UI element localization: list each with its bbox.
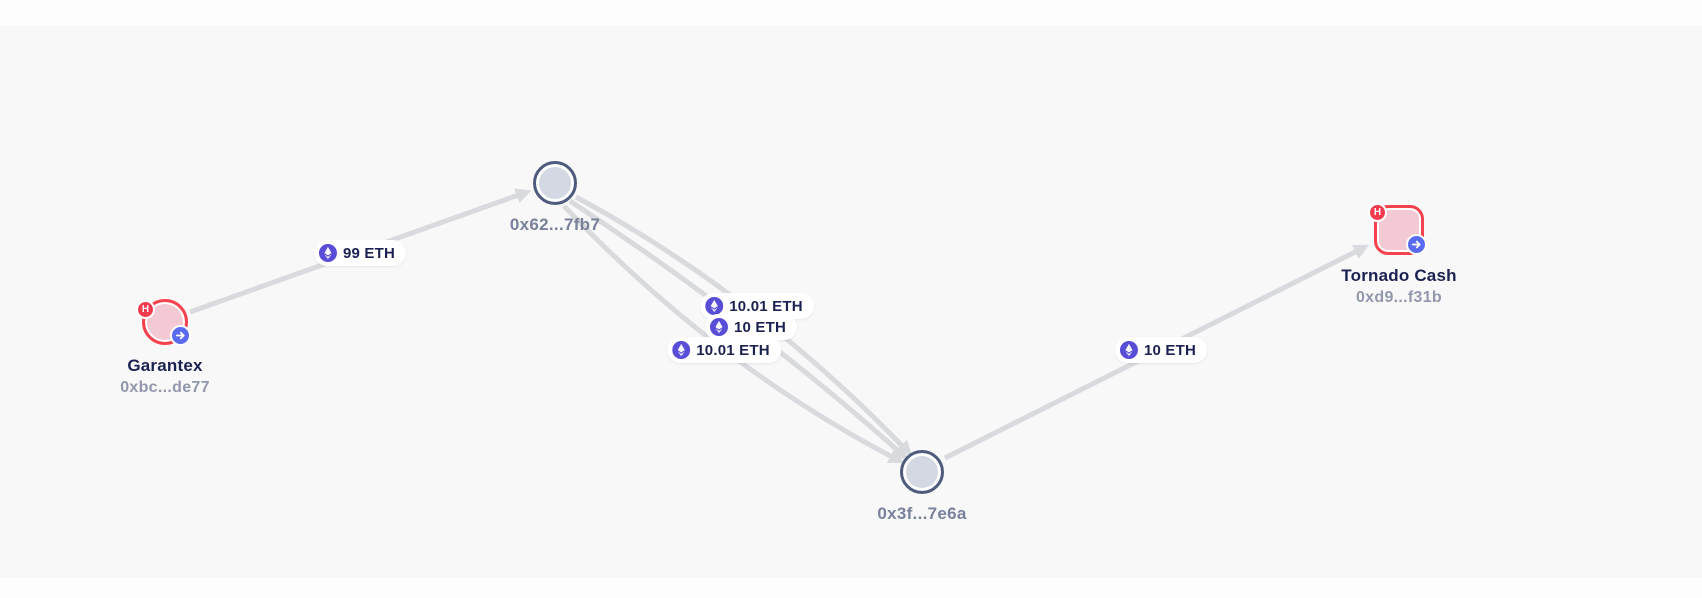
eth-icon bbox=[1119, 341, 1138, 359]
node-address-label: 0x62...7fb7 bbox=[509, 215, 601, 234]
node-address-label: 0x3f...7e6a bbox=[877, 504, 967, 523]
node-labels-intermediary-2: 0x3f...7e6a bbox=[877, 503, 966, 525]
high-risk-badge: H bbox=[136, 300, 155, 319]
node-labels-garantex: Garantex 0xbc...de77 bbox=[120, 354, 210, 399]
edge-amount-label: 10 ETH bbox=[733, 318, 787, 336]
node-intermediary-2[interactable]: 0x3f...7e6a bbox=[877, 450, 966, 523]
edge-amount-pill[interactable]: 10 ETH bbox=[1114, 337, 1208, 363]
arrow-right-icon bbox=[1411, 240, 1421, 249]
node-labels-tornado-cash: Tornado Cash 0xd9...f31b bbox=[1341, 264, 1456, 309]
eth-icon bbox=[672, 341, 691, 359]
page-bottom-strip bbox=[0, 578, 1702, 598]
node-address-label: 0xd9...f31b bbox=[1355, 289, 1442, 306]
node-labels-intermediary-1: 0x62...7fb7 bbox=[510, 214, 600, 236]
edge-amount-label: 99 ETH bbox=[342, 244, 396, 262]
high-risk-badge: H bbox=[1368, 203, 1387, 222]
node-shape-intermediary-2[interactable] bbox=[900, 450, 944, 494]
direction-badge[interactable] bbox=[1406, 234, 1427, 255]
node-intermediary-1[interactable]: 0x62...7fb7 bbox=[510, 161, 600, 234]
eth-icon bbox=[709, 318, 728, 336]
edge-amount-label: 10.01 ETH bbox=[729, 297, 803, 315]
node-garantex[interactable]: H Garantex 0xbc...de77 bbox=[120, 299, 209, 396]
arrow-right-icon bbox=[175, 331, 185, 340]
edge-amount-label: 10 ETH bbox=[1143, 341, 1197, 359]
node-shape-intermediary-1[interactable] bbox=[533, 161, 577, 205]
eth-icon bbox=[318, 244, 337, 262]
node-name-label: Tornado Cash bbox=[1341, 266, 1457, 285]
page-top-strip bbox=[0, 0, 1702, 26]
node-shape-garantex[interactable]: H bbox=[136, 299, 191, 346]
node-address-label: 0xbc...de77 bbox=[120, 379, 210, 396]
node-tornado-cash[interactable]: H Tornado Cash 0xd9...f31b bbox=[1341, 203, 1457, 306]
edge-amount-pill[interactable]: 99 ETH bbox=[313, 240, 407, 266]
edge-amount-pill[interactable]: 10 ETH bbox=[704, 314, 798, 340]
edge-amount-pill[interactable]: 10.01 ETH bbox=[667, 337, 781, 363]
node-name-label: Garantex bbox=[127, 356, 203, 375]
direction-badge[interactable] bbox=[170, 325, 191, 346]
node-shape-tornado-cash[interactable]: H bbox=[1368, 203, 1427, 255]
edge-amount-label: 10.01 ETH bbox=[696, 341, 770, 359]
eth-icon bbox=[705, 297, 724, 315]
